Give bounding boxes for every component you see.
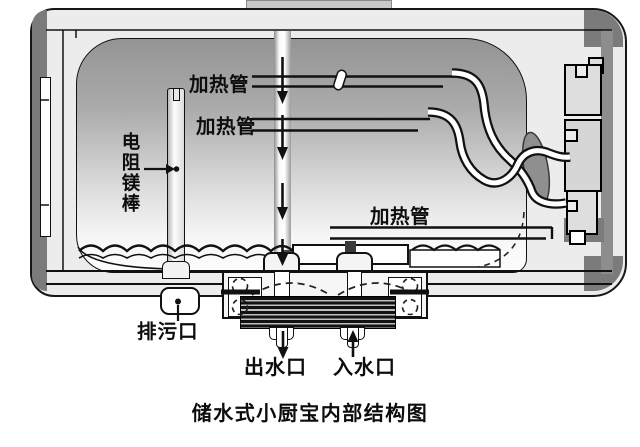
right-bracket-bottom-section (566, 190, 598, 235)
outlet-fitting (263, 252, 300, 272)
drain-port (160, 287, 200, 315)
label-heating-tube-top: 加热管 (189, 74, 250, 96)
inner-tank (76, 38, 527, 273)
right-dark-band (601, 30, 613, 274)
label-heating-tube-bottom: 加热管 (370, 206, 431, 228)
left-endcap-strip (40, 77, 51, 237)
label-heating-tube-middle: 加热管 (196, 116, 257, 138)
magnesium-rod (167, 88, 185, 263)
label-water-inlet: 入水口 (333, 357, 396, 379)
right-bracket-mid-notch (564, 129, 578, 142)
diagram-caption: 储水式小厨宝内部结构图 (191, 403, 429, 425)
right-bracket-foot (569, 230, 586, 245)
label-water-outlet: 出水口 (244, 357, 307, 379)
outlet-riser-tube (274, 31, 291, 253)
right-bracket-bottom-notch (566, 200, 578, 212)
outlet-stub-inner (276, 327, 288, 348)
label-magnesium-rod: 电阻镁棒 (120, 132, 141, 214)
rod-bottom-fitting (162, 261, 190, 279)
right-bracket-top-notch (575, 64, 588, 78)
inlet-fitting (336, 252, 373, 272)
magnesium-rod-notch (173, 89, 180, 101)
heat-fins-block (240, 296, 396, 329)
label-drain-port: 排污口 (137, 321, 199, 343)
inlet-stub-inner (347, 327, 359, 348)
